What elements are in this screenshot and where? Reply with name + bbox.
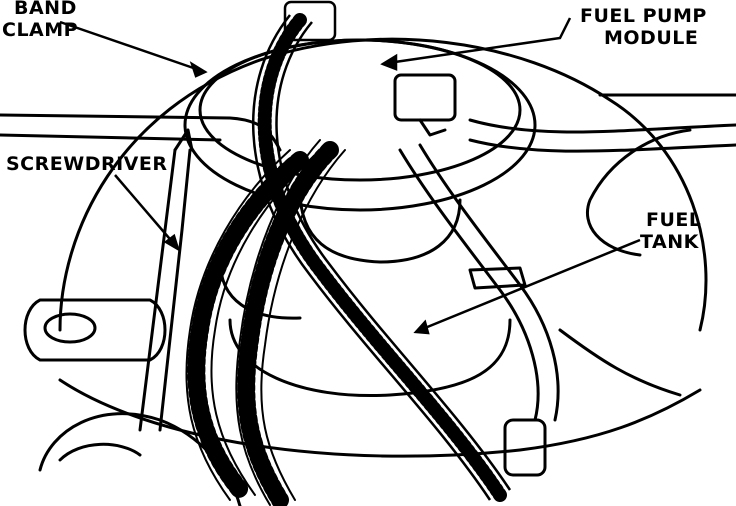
screwdriver-tip xyxy=(173,128,194,152)
label-band-clamp-line1: BAND xyxy=(14,0,77,19)
module-body xyxy=(298,188,462,264)
electrical-connector xyxy=(393,73,457,122)
label-fuel-tank-line2: TANK xyxy=(640,231,699,253)
screwdriver-shaft xyxy=(138,148,177,432)
corrugated-hose-2 xyxy=(237,141,339,506)
fuel-tank-outline xyxy=(58,37,708,332)
corrugated-hose-1 xyxy=(187,151,309,499)
label-fuel-pump-module-line1: FUEL PUMP xyxy=(580,5,707,27)
top-connector xyxy=(283,0,337,42)
tank-floor-contour xyxy=(58,378,702,458)
label-fuel-pump-module-line2: MODULE xyxy=(604,27,699,49)
label-fuel-tank-line1: FUEL xyxy=(646,209,702,231)
braided-fuel-line xyxy=(257,13,507,502)
label-band-clamp-line2: CLAMP xyxy=(2,19,79,41)
fuel-hose-right xyxy=(398,148,540,422)
label-screwdriver: SCREWDRIVER xyxy=(6,153,168,175)
band-clamp-ring xyxy=(183,38,537,212)
wire-harness-right xyxy=(468,118,736,134)
